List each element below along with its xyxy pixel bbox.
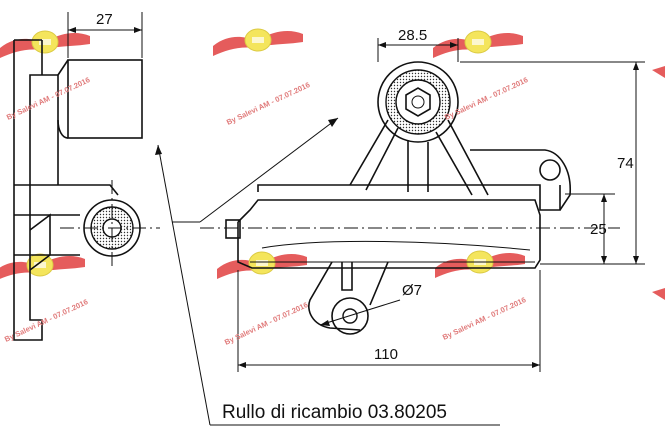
dim-diameter-label: Ø7 bbox=[402, 282, 422, 299]
dimension-28-5: 28.5 bbox=[377, 27, 459, 62]
side-view bbox=[13, 39, 160, 341]
caption-label: Rullo di ricambio 03.80205 bbox=[222, 402, 447, 423]
dim-110-label: 110 bbox=[374, 346, 398, 363]
watermark-text: By Salevi AM - 07.07.2016 bbox=[443, 75, 529, 122]
front-view bbox=[200, 61, 620, 335]
caption-leader bbox=[155, 117, 500, 426]
watermark-logo bbox=[0, 28, 665, 300]
dimension-27: 27 bbox=[67, 11, 143, 58]
watermark-texts: By Salevi AM - 07.07.2016 By Salevi AM -… bbox=[3, 75, 529, 347]
watermark-text: By Salevi AM - 07.07.2016 bbox=[441, 295, 527, 342]
dim-74-label: 74 bbox=[617, 155, 634, 172]
dimension-74: 74 bbox=[460, 61, 645, 265]
dim-27-label: 27 bbox=[96, 11, 113, 28]
dim-28-5-label: 28.5 bbox=[398, 27, 427, 44]
dimension-25: 25 bbox=[565, 193, 615, 264]
watermark-text: By Salevi AM - 07.07.2016 bbox=[225, 80, 311, 127]
watermark-text: By Salevi AM - 07.07.2016 bbox=[223, 300, 309, 347]
dim-25-label: 25 bbox=[590, 221, 607, 238]
watermark-text: By Salevi AM - 07.07.2016 bbox=[5, 75, 91, 122]
dimension-110: 110 bbox=[237, 270, 541, 372]
watermark-text: By Salevi AM - 07.07.2016 bbox=[3, 297, 89, 344]
